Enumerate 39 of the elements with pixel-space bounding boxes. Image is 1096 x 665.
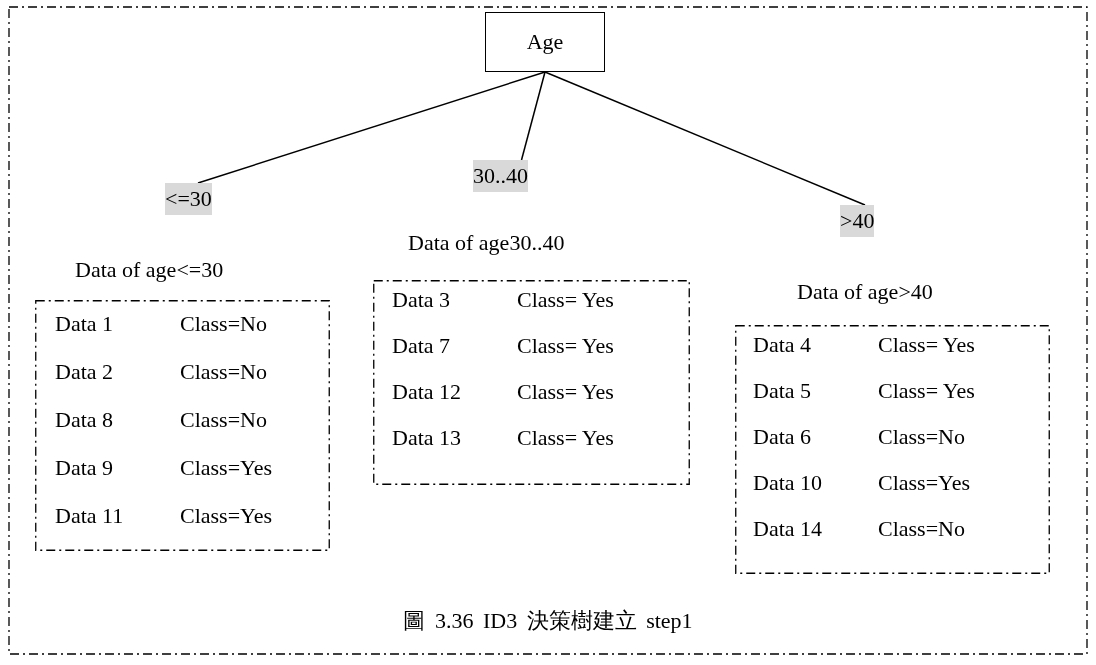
branch-line [544, 71, 866, 206]
record-label: Data 4 [753, 332, 812, 358]
attribute-box: Age [485, 12, 605, 72]
record-label: Data 2 [55, 359, 114, 385]
class-value: Class= Yes [517, 287, 614, 313]
class-value: Class=No [180, 359, 267, 385]
group-heading: Data of age30..40 [408, 230, 565, 256]
record-label: Data 11 [55, 503, 124, 529]
record-label: Data 14 [753, 516, 823, 542]
class-value: Class=No [878, 424, 965, 450]
record-label: Data 6 [753, 424, 812, 450]
class-value: Class= Yes [878, 378, 975, 404]
class-value: Class=No [180, 407, 267, 433]
branch-line [197, 71, 546, 184]
branch-line [520, 71, 546, 161]
group-heading: Data of age<=30 [75, 257, 224, 283]
record-label: Data 10 [753, 470, 823, 496]
class-value: Class= Yes [517, 333, 614, 359]
figure-caption: 圖 3.36 ID3 決策樹建立 step1 [402, 608, 694, 634]
record-label: Data 5 [753, 378, 812, 404]
class-value: Class= Yes [517, 425, 614, 451]
record-label: Data 9 [55, 455, 114, 481]
class-value: Class=No [180, 311, 267, 337]
record-label: Data 8 [55, 407, 114, 433]
class-value: Class=No [878, 516, 965, 542]
record-label: Data 12 [392, 379, 462, 405]
class-value: Class=Yes [180, 503, 273, 529]
branch-label: >40 [840, 205, 875, 237]
record-label: Data 3 [392, 287, 451, 313]
group-heading: Data of age>40 [797, 279, 933, 305]
branch-label: 30..40 [473, 160, 528, 192]
record-label: Data 1 [55, 311, 114, 337]
class-value: Class=Yes [180, 455, 273, 481]
class-value: Class=Yes [878, 470, 971, 496]
branch-label: <=30 [165, 183, 212, 215]
record-label: Data 7 [392, 333, 451, 359]
record-label: Data 13 [392, 425, 462, 451]
class-value: Class= Yes [517, 379, 614, 405]
class-value: Class= Yes [878, 332, 975, 358]
